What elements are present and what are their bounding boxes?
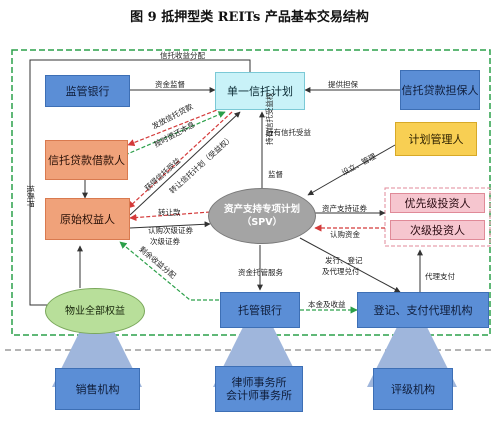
label-fund-supervision: 资金监督 xyxy=(155,80,185,89)
single-trust-label: 单一信托计划 xyxy=(227,84,293,98)
spv-label-line1: 资产支持专项计划 xyxy=(223,204,300,215)
rating-agency-node: 评级机构 xyxy=(373,368,453,410)
plan-manager-label: 计划管理人 xyxy=(408,132,464,146)
label-hold-benefit: 持有信托受益权 xyxy=(265,92,274,146)
sales-agency-label: 销售机构 xyxy=(75,382,120,396)
custodian-bank-node: 托管银行 xyxy=(220,292,300,328)
sales-agency-node: 销售机构 xyxy=(55,368,140,410)
investor-group-frame xyxy=(384,187,491,247)
issue-loan-arrow xyxy=(127,107,223,146)
label-supervise: 监督 xyxy=(268,170,283,179)
junior-investor-node: 次级投资人 xyxy=(390,220,485,240)
single-trust-node: 单一信托计划 xyxy=(215,72,305,110)
plan-manager-node: 计划管理人 xyxy=(395,122,477,156)
original-beneficiary-node: 原始权益人 xyxy=(45,198,130,240)
law-firm-label: 律师事务所 xyxy=(231,376,287,389)
spv-label-line2: （SPV） xyxy=(241,217,283,228)
trust-income-arrow xyxy=(29,59,251,308)
custodian-bank-label: 托管银行 xyxy=(238,303,282,317)
label-junior-securities: 次级证券 xyxy=(150,237,180,246)
law-audit-node: 律师事务所 会计师事务所 xyxy=(215,366,303,412)
original-beneficiary-label: 原始权益人 xyxy=(60,212,115,226)
label-pledge: 抵质押 xyxy=(26,185,35,208)
trust-borrower-label: 信托贷款借款人 xyxy=(48,153,125,167)
label-hold-benefit2: 持有信托受益 xyxy=(266,128,311,137)
trust-borrower-node: 信托贷款借款人 xyxy=(45,140,128,180)
registry-agent-label: 登记、支付代理机构 xyxy=(373,303,473,317)
label-custody-service: 资金托管服务 xyxy=(238,268,283,277)
obtain-fund-arrow xyxy=(127,111,233,209)
audit-firm-label: 会计师事务所 xyxy=(226,389,292,402)
trust-guarantor-node: 信托贷款担保人 xyxy=(400,70,480,110)
property-rights-label: 物业全部权益 xyxy=(65,305,125,317)
transfer-trust-arrow xyxy=(129,111,241,216)
issue-register-arrow xyxy=(299,237,401,293)
label-issue-register: 发行、登记 xyxy=(325,256,363,265)
transfer-money-arrow xyxy=(129,211,211,222)
registry-agent-node: 登记、支付代理机构 xyxy=(357,292,489,328)
label-agent-payment: 及代理兑付 xyxy=(322,267,360,276)
label-ab-securities: 资产支持证券 xyxy=(322,204,367,213)
label-trust-income: 信托收益分配 xyxy=(160,51,205,60)
trust-guarantor-label: 信托贷款担保人 xyxy=(401,83,479,97)
label-subscribe-junior: 认购次级证券 xyxy=(148,226,193,235)
supervise-bank-label: 监管银行 xyxy=(65,84,110,98)
property-rights-node: 物业全部权益 xyxy=(45,288,145,334)
rating-agency-label: 评级机构 xyxy=(391,382,435,396)
label-agent-pay: 代理支付 xyxy=(425,272,455,281)
subscribe-junior-arrow xyxy=(129,221,211,229)
label-transfer-money: 转让款 xyxy=(158,208,181,217)
manage-arrow xyxy=(307,144,396,196)
junior-investor-label: 次级投资人 xyxy=(410,223,465,237)
spv-node: 资产支持专项计划 （SPV） xyxy=(208,188,316,244)
repay-arrow xyxy=(124,111,226,156)
diagram-title: 图 9 抵押型类 REITs 产品基本交易结构 xyxy=(130,10,369,25)
label-provide-guarantee: 提供担保 xyxy=(328,80,358,89)
supervise-bank-node: 监管银行 xyxy=(45,75,130,107)
senior-investor-label: 优先级投资人 xyxy=(404,196,471,210)
label-subscribe-funds: 认购资金 xyxy=(330,230,360,239)
label-principal-income: 本金及收益 xyxy=(308,300,346,309)
senior-investor-node: 优先级投资人 xyxy=(390,193,485,213)
